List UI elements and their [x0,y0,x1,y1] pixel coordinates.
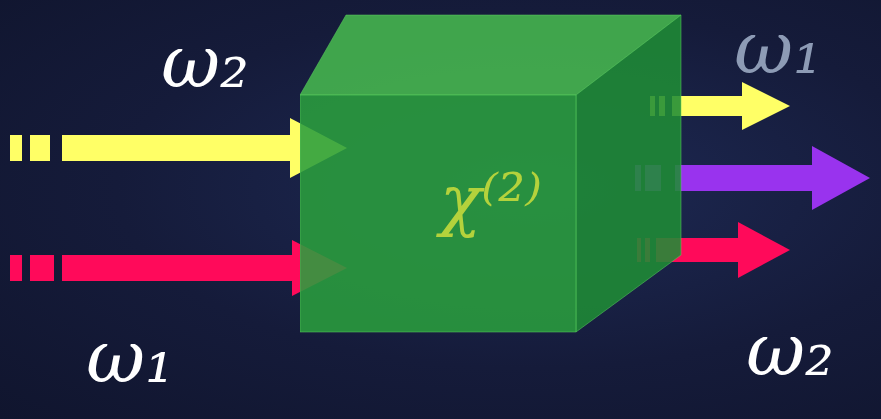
frequency-label: ω₂ [746,314,834,386]
crystal-cube: χ⁽²⁾ [300,14,682,334]
frequency-label-grey: ω₁ [734,12,822,84]
susceptibility-label: χ⁽²⁾ [440,166,542,234]
input-beam-2 [10,118,347,178]
input-beam-1 [10,240,347,296]
frequency-label: ω₂ [161,26,249,98]
frequency-label: ω₁ [86,321,174,393]
